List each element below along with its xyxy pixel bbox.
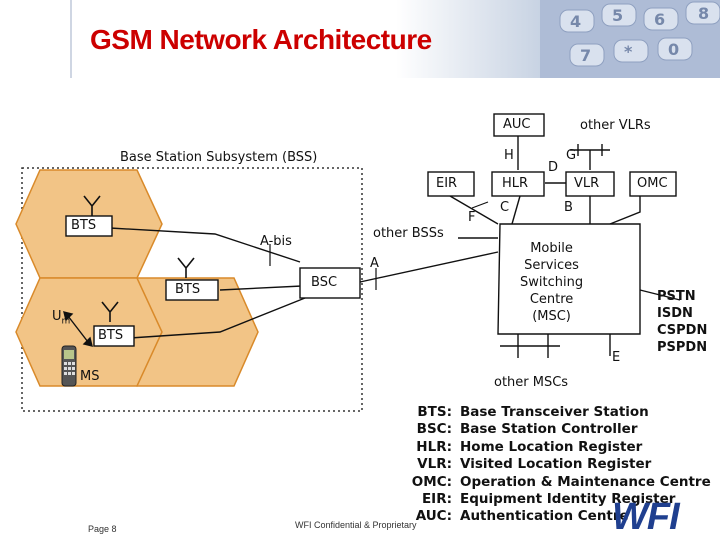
wfi-logo: WFI — [612, 496, 679, 539]
bts-label-3: BTS — [98, 328, 123, 343]
eir-label: EIR — [436, 176, 457, 191]
other-mscs-label: other MSCs — [494, 375, 568, 390]
footer-page-number: Page 8 — [88, 524, 117, 534]
legend-row: VLR:Visited Location Register — [404, 456, 711, 473]
hlr-label: HLR — [502, 176, 528, 191]
omc-label: OMC — [637, 176, 668, 191]
bss-label: Base Station Subsystem (BSS) — [120, 150, 317, 165]
antenna-icon-2 — [178, 258, 194, 278]
legend-row: BSC:Base Station Controller — [404, 421, 711, 438]
g-interface-label: G — [566, 148, 576, 163]
msc-label: Mobile Services Switching Centre (MSC) — [520, 240, 583, 325]
legend-row: BTS:Base Transceiver Station — [404, 404, 711, 421]
d-interface-label: D — [548, 160, 558, 175]
bts-label-1: BTS — [71, 218, 96, 233]
bts-label-2: BTS — [175, 282, 200, 297]
h-interface-label: H — [504, 148, 514, 163]
vlr-label: VLR — [574, 176, 599, 191]
c-interface-link — [512, 196, 520, 224]
ms-label: MS — [80, 369, 99, 384]
legend-row: OMC:Operation & Maintenance Centre — [404, 474, 711, 491]
abis-label: A-bis — [260, 234, 292, 249]
f-interface-label: F — [468, 210, 475, 225]
mobile-phone-icon — [62, 346, 76, 386]
auc-label: AUC — [503, 117, 531, 132]
bsc-label: BSC — [311, 275, 337, 290]
e-interface-label: E — [612, 350, 620, 365]
a-interface-label: A — [370, 256, 379, 271]
a-interface-link — [360, 252, 498, 282]
other-vlrs-label: other VLRs — [580, 118, 651, 133]
other-bss-label: other BSSs — [373, 226, 444, 241]
omc-link — [610, 196, 640, 224]
legend-row: HLR:Home Location Register — [404, 439, 711, 456]
external-networks: PSTN ISDN CSPDN PSPDN — [657, 288, 707, 356]
footer-confidential: WFI Confidential & Proprietary — [295, 520, 417, 530]
c-interface-label: C — [500, 200, 509, 215]
um-label: Um — [52, 309, 70, 327]
b-interface-label: B — [564, 200, 573, 215]
